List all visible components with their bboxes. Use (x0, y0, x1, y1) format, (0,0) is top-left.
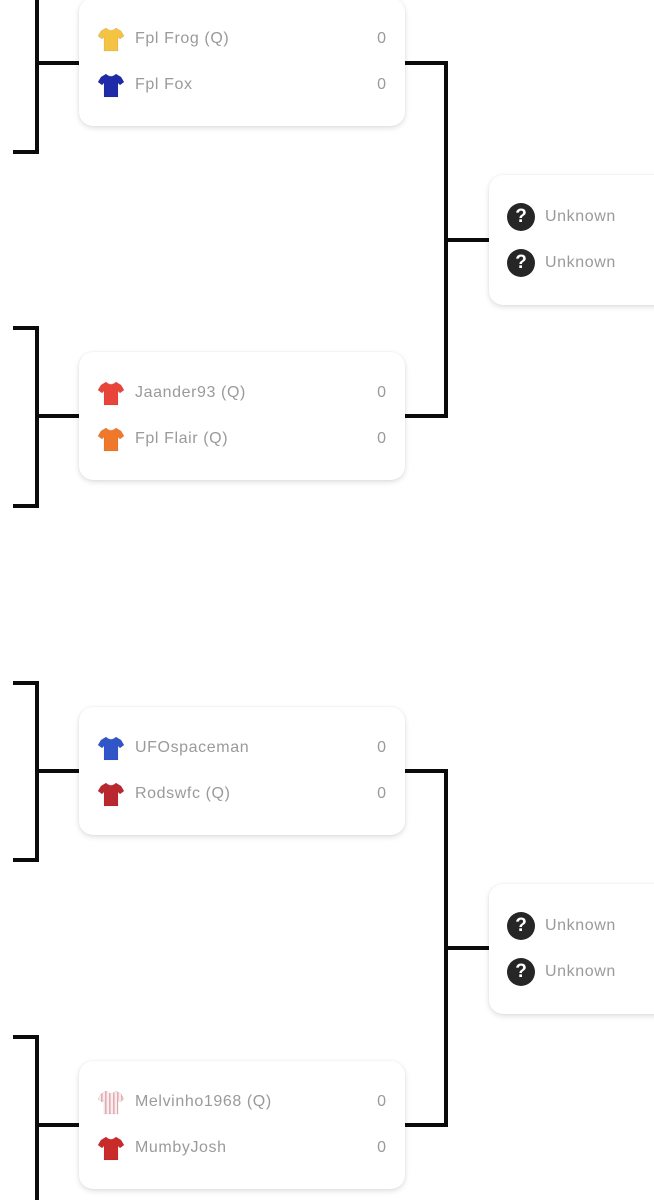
player-row[interactable]: Fpl Flair (Q) 0 (79, 424, 405, 454)
bracket-line (35, 1035, 39, 1200)
bracket-line (405, 414, 448, 418)
player-name: Fpl Fox (135, 76, 193, 93)
player-row[interactable]: Jaander93 (Q) 0 (79, 378, 405, 408)
player-row[interactable]: Melvinho1968 (Q) 0 (79, 1087, 405, 1117)
player-name: Rodswfc (Q) (135, 785, 231, 802)
player-row[interactable]: Fpl Frog (Q) 0 (79, 24, 405, 54)
player-score: 0 (377, 1139, 386, 1156)
bracket-line (35, 0, 39, 154)
shirt-icon (97, 780, 125, 808)
bracket-line (37, 769, 79, 773)
bracket-line (405, 1123, 448, 1127)
player-name: Unknown (545, 963, 616, 980)
player-row[interactable]: Fpl Fox 0 (79, 70, 405, 100)
bracket-line (13, 1035, 39, 1039)
player-row[interactable]: ? Unknown (489, 202, 654, 232)
player-name: Fpl Frog (Q) (135, 30, 230, 47)
player-score: 0 (377, 30, 386, 47)
bracket-line (446, 238, 489, 242)
shirt-icon (97, 71, 125, 99)
question-icon: ? (507, 912, 535, 940)
player-row[interactable]: UFOspaceman 0 (79, 733, 405, 763)
player-row[interactable]: MumbyJosh 0 (79, 1133, 405, 1163)
player-score: 0 (377, 76, 386, 93)
question-icon: ? (507, 203, 535, 231)
player-row[interactable]: ? Unknown (489, 911, 654, 941)
player-name: Jaander93 (Q) (135, 384, 246, 401)
shirt-icon (97, 379, 125, 407)
player-row[interactable]: ? Unknown (489, 957, 654, 987)
bracket-line (13, 150, 39, 154)
player-name: Fpl Flair (Q) (135, 430, 229, 447)
bracket-line (13, 858, 39, 862)
player-name: UFOspaceman (135, 739, 250, 756)
player-score: 0 (377, 739, 386, 756)
player-score: 0 (377, 785, 386, 802)
player-name: Unknown (545, 254, 616, 271)
player-score: 0 (377, 384, 386, 401)
bracket-line (37, 414, 79, 418)
bracket-line (13, 681, 39, 685)
shirt-icon (97, 734, 125, 762)
player-score: 0 (377, 1093, 386, 1110)
bracket-line (405, 769, 448, 773)
player-name: Unknown (545, 208, 616, 225)
player-name: Unknown (545, 917, 616, 934)
bracket-line (37, 1123, 79, 1127)
player-name: MumbyJosh (135, 1139, 227, 1156)
shirt-icon (97, 25, 125, 53)
shirt-icon (97, 425, 125, 453)
striped-shirt-icon (97, 1088, 125, 1116)
shirt-icon (97, 1134, 125, 1162)
bracket-line (13, 504, 39, 508)
player-name: Melvinho1968 (Q) (135, 1093, 272, 1110)
player-score: 0 (377, 430, 386, 447)
bracket-line (13, 326, 39, 330)
bracket-line (405, 61, 448, 65)
player-row[interactable]: Rodswfc (Q) 0 (79, 779, 405, 809)
player-row[interactable]: ? Unknown (489, 248, 654, 278)
next-round-card[interactable]: ? Unknown? Unknown (489, 884, 654, 1014)
question-icon: ? (507, 958, 535, 986)
next-round-card[interactable]: ? Unknown? Unknown (489, 175, 654, 305)
question-icon: ? (507, 249, 535, 277)
bracket-line (446, 946, 489, 950)
bracket-line (37, 61, 79, 65)
